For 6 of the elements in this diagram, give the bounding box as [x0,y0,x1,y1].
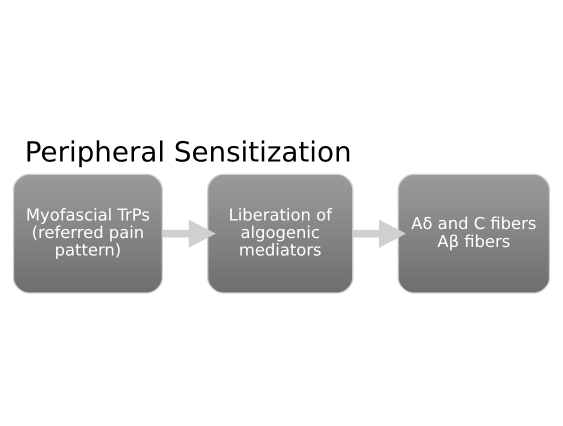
arrow [162,218,216,248]
arrow [353,218,406,248]
diagram-title: Peripheral Sensitization [24,134,352,168]
node-box: Liberation of algogenic mediators [207,173,354,294]
node-box: Aδ and C fibers Aβ fibers [398,173,550,294]
node-box: Myofascial TrPs (referred pain pattern) [12,173,163,294]
